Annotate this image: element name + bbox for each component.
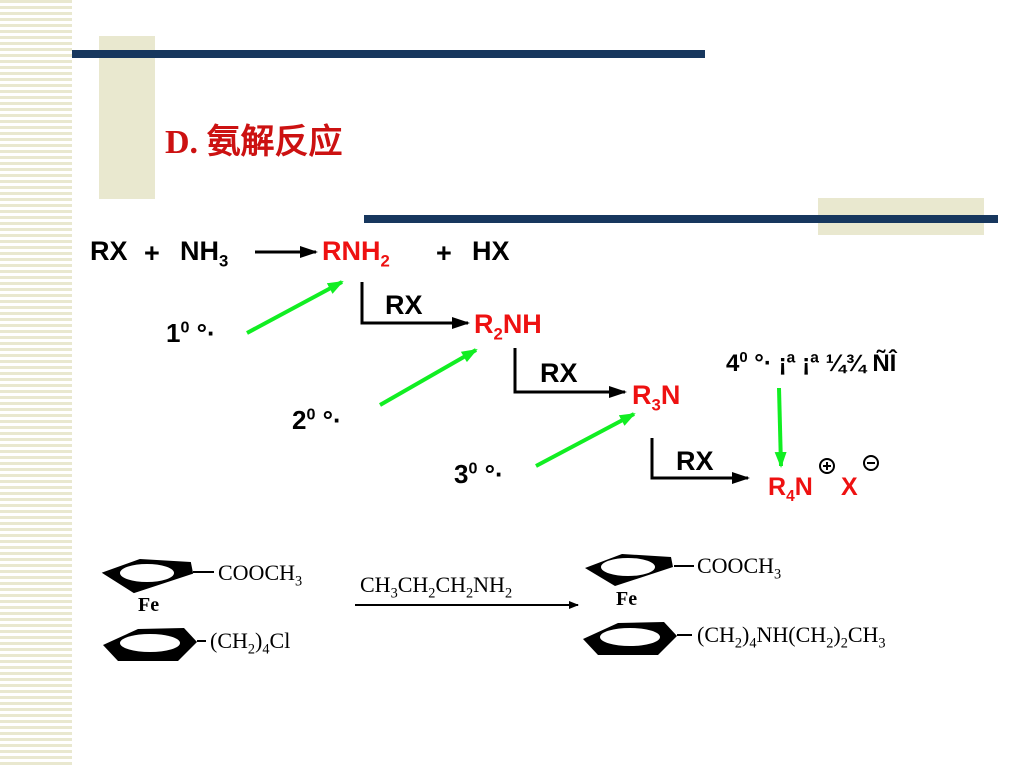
plus-charge-circle <box>819 458 835 474</box>
left-fe: Fe <box>138 594 160 616</box>
product-r4n: R4N <box>768 473 813 505</box>
product-rnh2: RNH2 <box>322 236 390 271</box>
right-substituent: (CH2)4NH(CH2)2CH3 <box>697 622 886 652</box>
right-cooch3: COOCH3 <box>697 553 782 583</box>
left-cooch3: COOCH3 <box>218 560 303 590</box>
product-r3n: R3N <box>632 380 681 415</box>
label-secondary: 20 °· <box>292 405 342 435</box>
navy-rule-top <box>72 50 705 58</box>
rx-arrow-1 <box>360 282 470 329</box>
label-quaternary: 40 °· ¡ª ¡ª ¼¾ ÑÎ <box>726 350 897 377</box>
green-arrow-4 <box>774 387 787 468</box>
ferrocene-right-drawing <box>583 554 694 655</box>
rx-label-3: RX <box>676 446 714 476</box>
right-fe: Fe <box>616 588 638 610</box>
green-arrow-1 <box>246 280 344 335</box>
product-hx: HX <box>472 236 510 266</box>
rx-label-2: RX <box>540 358 578 388</box>
reactant-nh3: NH3 <box>180 236 229 271</box>
product-r2nh: R2NH <box>474 309 542 344</box>
tan-block-left <box>99 36 155 199</box>
reactant-rx: RX <box>90 236 128 266</box>
green-arrow-2 <box>379 348 478 407</box>
page-title: D. 氨解反应 <box>165 114 343 163</box>
navy-rule-mid <box>364 215 998 223</box>
left-stripe-pattern <box>0 0 72 768</box>
plus-sign-1: + <box>144 238 160 268</box>
title-letter: D. <box>165 124 199 161</box>
reagent-propylamine: CH3CH2CH2NH2 <box>360 572 513 602</box>
ferrocene-left-drawing <box>101 558 214 661</box>
rx-arrow-2 <box>513 348 627 398</box>
plus-sign-2: + <box>436 238 452 268</box>
label-primary: 10 °· <box>166 318 216 348</box>
product-x: X <box>841 473 858 501</box>
rx-label-1: RX <box>385 290 423 320</box>
minus-charge-circle <box>863 455 879 471</box>
green-arrow-3 <box>535 412 636 468</box>
label-tertiary: 30 °· <box>454 459 504 489</box>
title-text: 氨解反应 <box>206 124 343 161</box>
left-ch2-4-cl: (CH2)4Cl <box>210 628 291 658</box>
rx-arrow-3 <box>650 438 750 484</box>
